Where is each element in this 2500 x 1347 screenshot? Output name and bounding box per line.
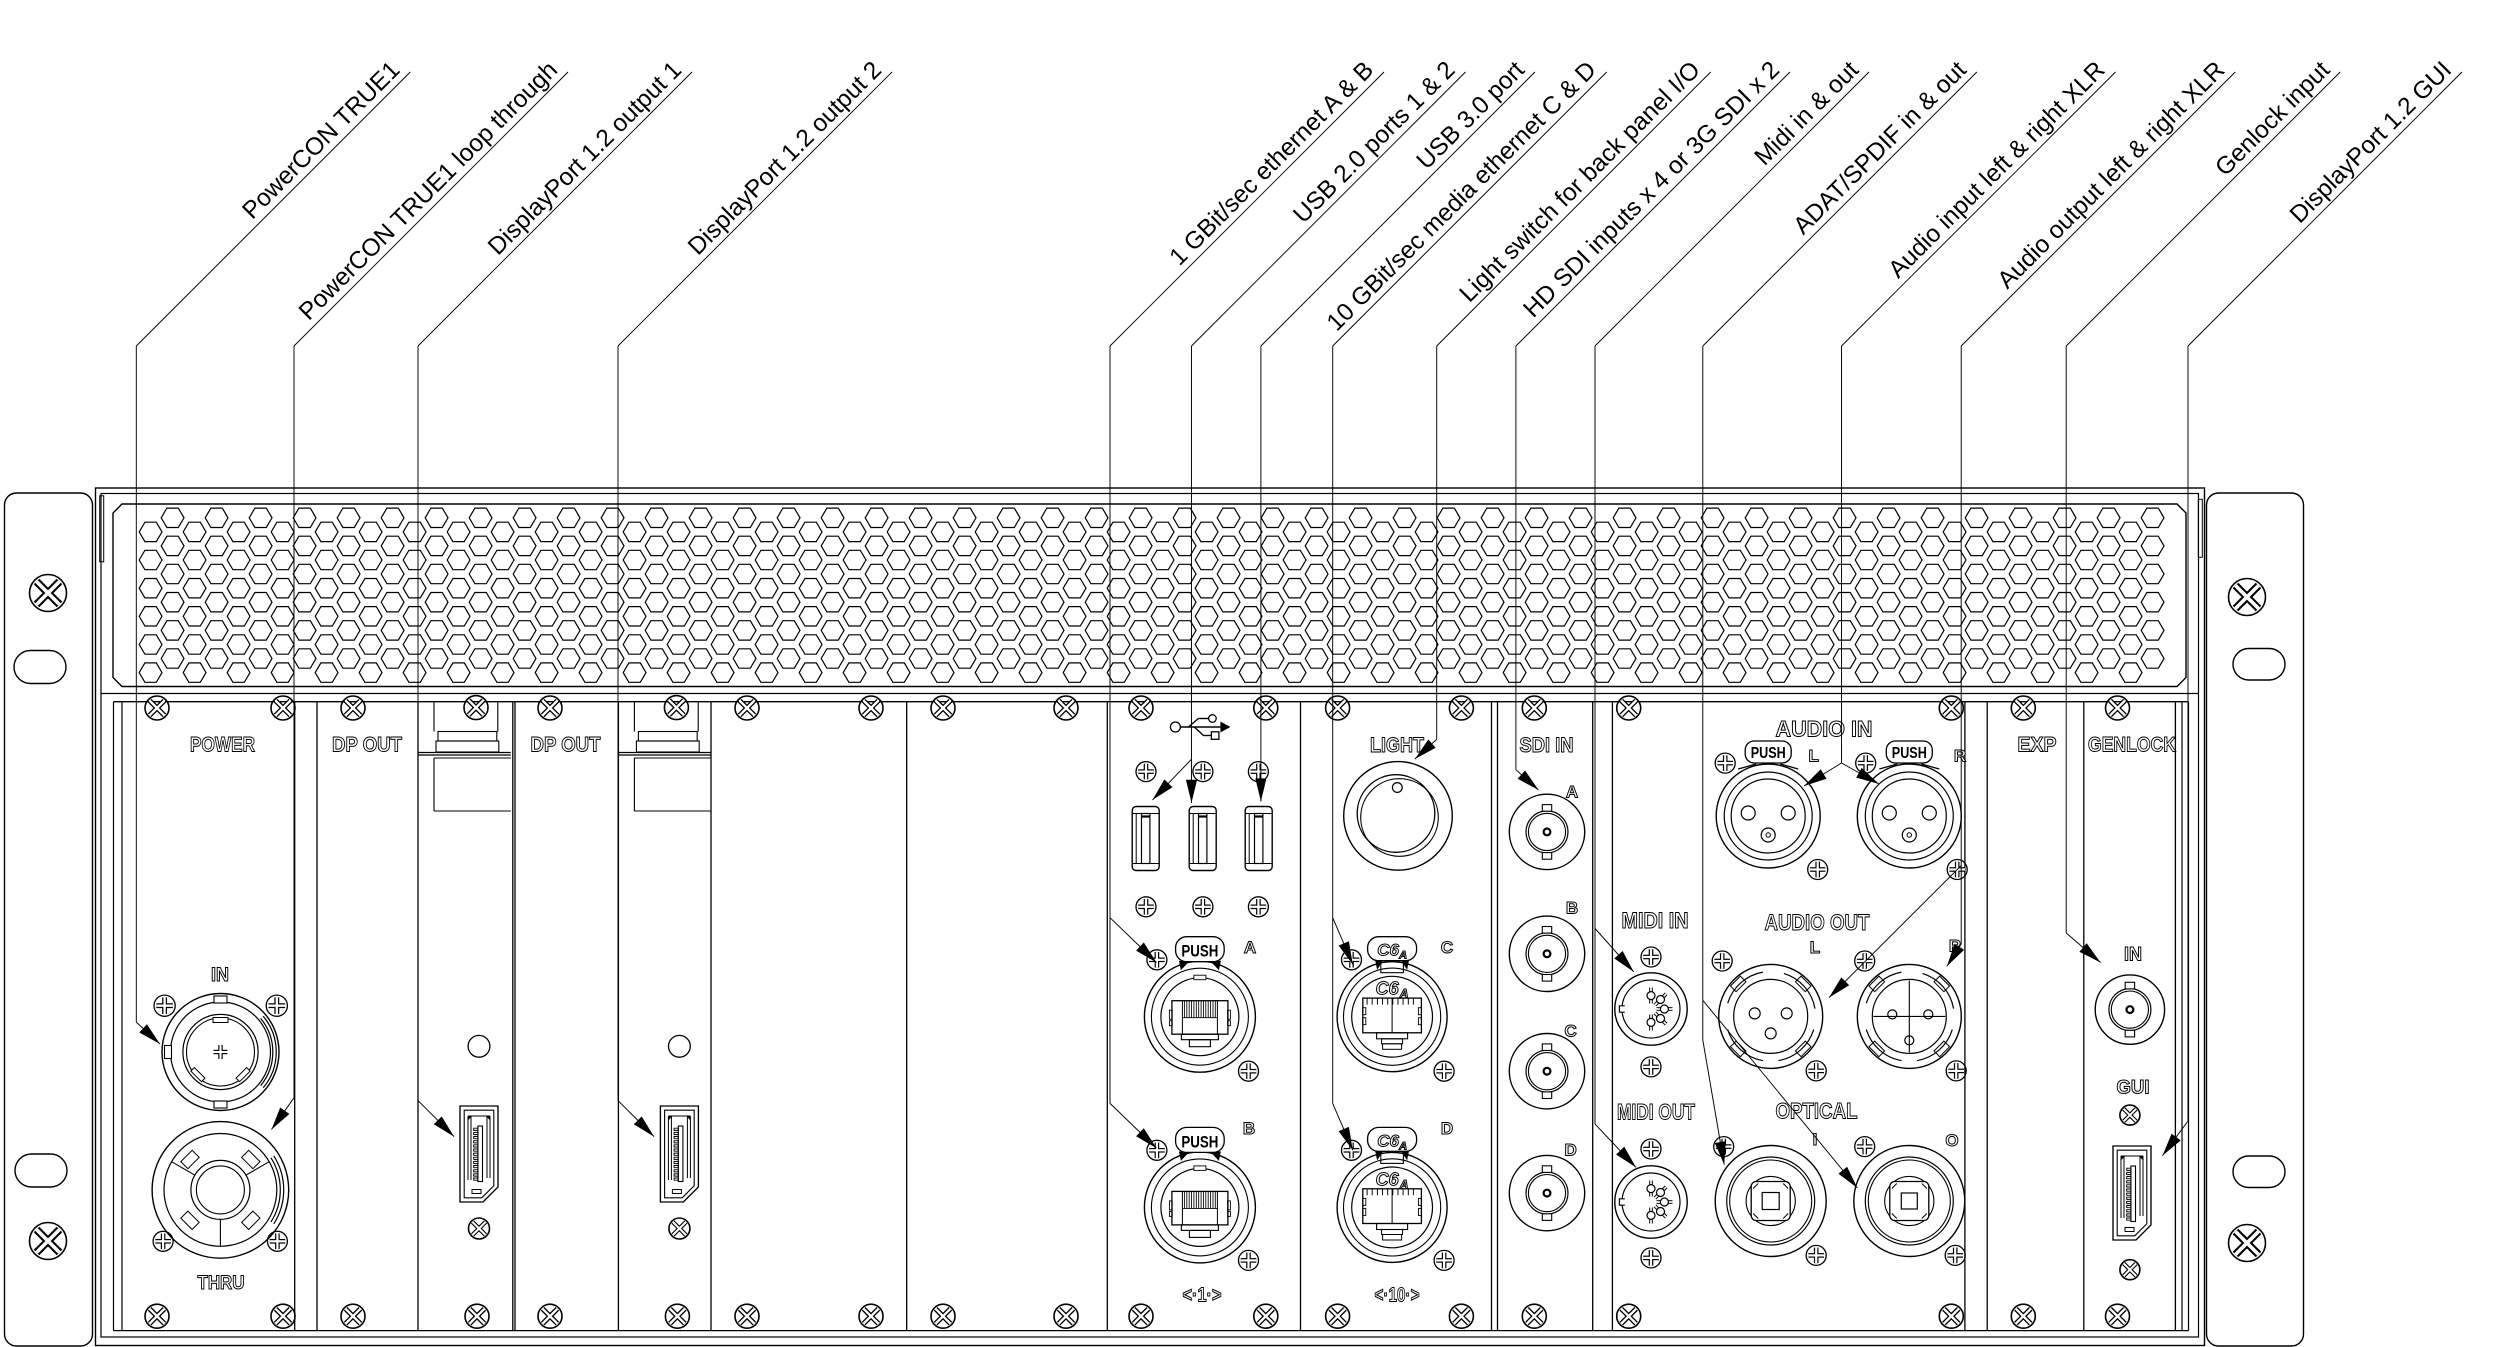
svg-text:A: A [1566,783,1578,802]
svg-text:PUSH: PUSH [1892,745,1927,762]
svg-text:C6: C6 [1377,1131,1399,1150]
svg-text:<·1·>: <·1·> [1183,1285,1222,1307]
svg-text:DP OUT: DP OUT [531,734,601,757]
svg-text:R: R [1954,747,1966,766]
svg-text:C6: C6 [1376,1169,1400,1189]
svg-text:AUDIO IN: AUDIO IN [1776,717,1873,742]
svg-text:PUSH: PUSH [1181,943,1218,961]
svg-text:L: L [1809,747,1819,766]
svg-text:EXP: EXP [2018,734,2057,757]
svg-text:LIGHT: LIGHT [1370,734,1424,757]
svg-text:AUDIO OUT: AUDIO OUT [1765,910,1870,935]
svg-text:IN: IN [2124,945,2142,966]
svg-text:D: D [1441,1119,1453,1138]
svg-text:C6: C6 [1377,941,1399,960]
svg-text:C: C [1441,938,1453,957]
svg-text:GENLOCK: GENLOCK [2088,734,2176,757]
svg-text:MIDI IN: MIDI IN [1622,908,1689,933]
svg-text:A: A [1399,987,1409,1001]
svg-text:MIDI OUT: MIDI OUT [1617,1100,1695,1125]
svg-text:POWER: POWER [190,734,255,757]
svg-text:DP OUT: DP OUT [332,734,402,757]
svg-text:GUI: GUI [2117,1078,2150,1099]
svg-text:SDI IN: SDI IN [1520,734,1574,757]
svg-text:I: I [1813,1130,1818,1149]
svg-text:D: D [1564,1141,1576,1160]
svg-text:A: A [1244,938,1256,957]
svg-text:A: A [1398,1140,1407,1152]
svg-text:A: A [1399,1177,1409,1191]
svg-text:IN: IN [211,965,229,986]
svg-text:OPTICAL: OPTICAL [1776,1099,1858,1124]
svg-text:PUSH: PUSH [1181,1133,1218,1151]
svg-text:B: B [1243,1119,1255,1138]
svg-text:L: L [1810,938,1820,957]
svg-text:THRU: THRU [198,1273,245,1294]
svg-text:B: B [1566,899,1578,918]
svg-text:C: C [1564,1022,1576,1041]
svg-text:PUSH: PUSH [1751,745,1786,762]
svg-text:A: A [1398,950,1407,962]
svg-text:C6: C6 [1376,979,1400,999]
svg-text:O: O [1945,1131,1958,1150]
svg-text:<·10·>: <·10·> [1375,1285,1420,1307]
